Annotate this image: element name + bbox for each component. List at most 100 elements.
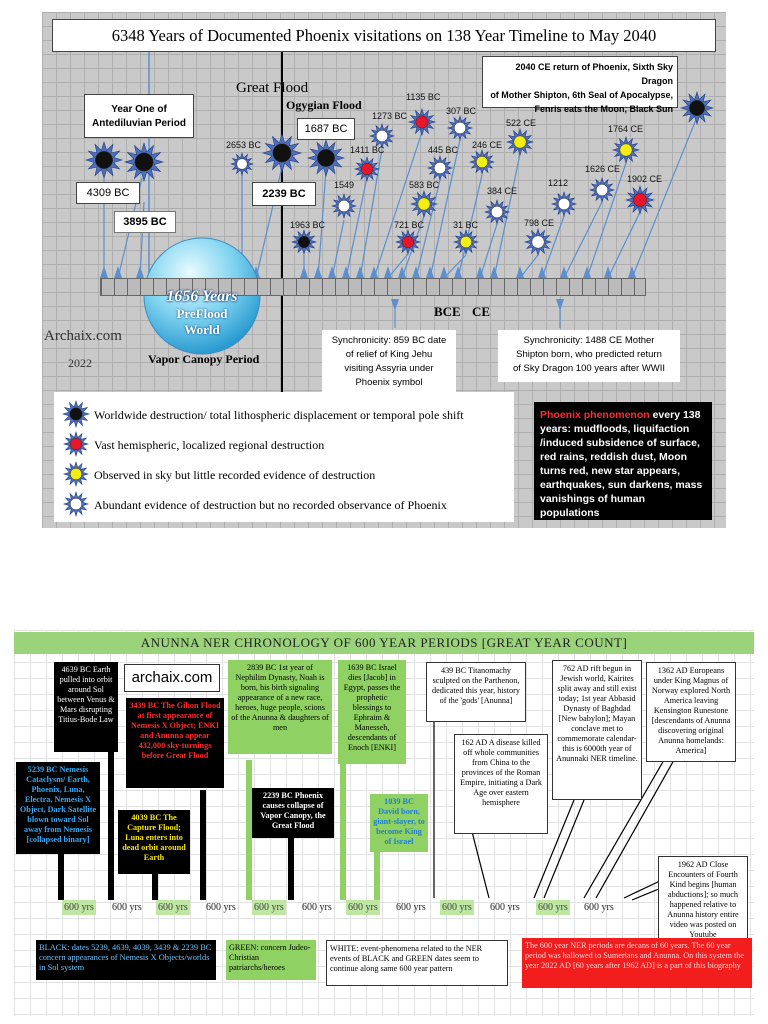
- star-1764: [611, 135, 641, 165]
- timeline-graphics: [84, 52, 715, 392]
- date-1212: 1212: [548, 178, 569, 188]
- yrs-segment-3: 600 yrs: [156, 900, 190, 915]
- note-1639: 1639 BC Israel dies [Jacob] in Egypt, pa…: [338, 660, 406, 764]
- date-307: 307 BC: [446, 106, 477, 116]
- date-798: 798 CE: [524, 218, 555, 228]
- star-1902: [624, 184, 656, 216]
- star-246: [468, 148, 496, 176]
- star-1135: [407, 107, 437, 137]
- pole-4039: [152, 870, 158, 900]
- bubble-preflood: PreFlood: [176, 306, 228, 321]
- note-4039: 4039 BC The Capture Flood; Luna enters i…: [118, 810, 190, 874]
- anunna-chronology-panel: ANUNNA NER CHRONOLOGY OF 600 YEAR PERIOD…: [14, 630, 754, 1016]
- note-439: 439 BC Titanomachy sculpted on the Parth…: [426, 662, 526, 722]
- sync1-line2: of relief of King Jehu: [345, 349, 433, 360]
- note-1962: 1962 AD Close Encounters of Fourth Kind …: [658, 856, 748, 952]
- legend-white: Abundant evidence of destruction but no …: [94, 498, 447, 512]
- star-445: [426, 154, 454, 182]
- legend-yellow-icon: [62, 460, 90, 488]
- key-green: GREEN: concern Judeo-Christian patriarch…: [226, 940, 316, 980]
- star-798: [523, 227, 553, 257]
- star-2239: [261, 132, 303, 174]
- star-2653: [229, 151, 255, 177]
- star-1687: [306, 138, 346, 178]
- archaix-logo-top: Archaix.com: [44, 328, 122, 344]
- year-one-line1: Year One of: [111, 104, 167, 115]
- legend-yellow: Observed in sky but little recorded evid…: [94, 468, 376, 482]
- label-3895: 3895 BC: [114, 211, 176, 233]
- yrs-segment-9: 600 yrs: [440, 900, 474, 915]
- phenomenon-red-text: Phoenix phenomenon: [540, 409, 650, 421]
- key-black: BLACK: dates 5239, 4639, 4039, 3439 & 22…: [36, 940, 216, 980]
- year-one-box: Year One of Antediluvian Period: [84, 94, 194, 138]
- date-384: 384 CE: [487, 186, 518, 196]
- synchronicity-1488-box: Synchronicity: 1488 CE Mother Shipton bo…: [498, 330, 680, 382]
- phoenix-timeline-panel: 6348 Years of Documented Phoenix visitat…: [42, 12, 726, 528]
- year-one-line2: Antediluvian Period: [92, 118, 186, 129]
- key-white: WHITE: event-phenomena related to the NE…: [326, 940, 508, 986]
- vapor-canopy-label: Vapor Canopy Period: [148, 352, 260, 366]
- note-5239: 5239 BC Nemesis Cataclysm/ Earth, Phoeni…: [16, 762, 100, 854]
- star-4309: [84, 140, 124, 180]
- star-1212: [550, 190, 578, 218]
- pole-5239: [58, 810, 64, 900]
- preflood-bubble: [143, 237, 261, 355]
- star-721: [394, 228, 422, 256]
- yrs-segment-4: 600 yrs: [206, 902, 236, 913]
- star-1411: [353, 155, 381, 183]
- date-1764: 1764 CE: [608, 124, 644, 134]
- yrs-segment-6: 600 yrs: [302, 902, 332, 913]
- sync2-line1: Synchronicity: 1488 CE Mother: [523, 335, 655, 346]
- great-flood-title: Great Flood: [236, 80, 309, 96]
- yrs-segment-11: 600 yrs: [536, 900, 570, 915]
- star-1963: [290, 228, 318, 256]
- pole-1039: [374, 850, 380, 900]
- return-2040-line1: 2040 CE return of Phoenix, Sixth Sky Dra…: [515, 62, 673, 86]
- date-1273: 1273 BC: [372, 111, 408, 121]
- top-title: 6348 Years of Documented Phoenix visitat…: [52, 19, 716, 52]
- label-1687: 1687 BC: [297, 118, 355, 140]
- date-31: 31 BC: [453, 220, 479, 230]
- star-1273: [368, 122, 396, 150]
- legend-black-icon: [61, 399, 91, 429]
- legend-white-icon: [62, 490, 90, 518]
- note-1039: 1039 BC David born, giant-slayer, to bec…: [370, 794, 428, 852]
- label-2239: 2239 BC: [252, 182, 316, 206]
- pole-4639: [108, 750, 114, 900]
- ogygian-title: Ogygian Flood: [286, 98, 362, 112]
- bottom-title: ANUNNA NER CHRONOLOGY OF 600 YEAR PERIOD…: [14, 632, 754, 654]
- note-2839: 2839 BC 1st year of Nephilim Dynasty, No…: [228, 660, 332, 754]
- legend-icons: [61, 399, 91, 518]
- return-2040-line3: Fenris eats the Moon, Black Sun: [534, 104, 673, 114]
- pole-2839: [246, 760, 252, 900]
- key-red: The 600 year NER periods are decans of 6…: [522, 938, 752, 988]
- star-1626: [588, 176, 616, 204]
- sync1-line1: Synchronicity: 859 BC date: [331, 335, 447, 346]
- note-162: 162 AD A disease killed off whole commun…: [454, 734, 548, 834]
- star-3895: [123, 141, 165, 183]
- note-4639: 4639 BC Earth pulled into orbit around S…: [54, 662, 118, 752]
- ce-label: CE: [472, 304, 491, 319]
- sync2-line2: Shipton born, who predicted return: [516, 349, 662, 360]
- star-31: [452, 228, 480, 256]
- note-3439: 3439 BC The Gihon Flood at first appeara…: [126, 698, 224, 788]
- pole-1639: [340, 760, 346, 900]
- bce-label: BCE: [434, 304, 461, 319]
- date-583: 583 BC: [409, 180, 440, 190]
- year-2022: 2022: [68, 356, 92, 370]
- star-384: [483, 198, 511, 226]
- bubble-world: World: [184, 322, 220, 337]
- star-307: [446, 114, 474, 142]
- sync1-line4: Phoenix symbol: [355, 377, 423, 388]
- date-1963: 1963 BC: [290, 220, 326, 230]
- date-522: 522 CE: [506, 118, 537, 128]
- note-2239: 2239 BC Phoenix causes collapse of Vapor…: [252, 788, 334, 838]
- date-1135: 1135 BC: [406, 92, 441, 102]
- star-2040: [679, 90, 715, 126]
- synchronicity-859-box: Synchronicity: 859 BC date of relief of …: [322, 330, 456, 394]
- legend-red: Vast hemispheric, localized regional des…: [94, 438, 325, 452]
- bubble-text: 1656 Years PreFlood World: [144, 288, 260, 338]
- yrs-segment-5: 600 yrs: [252, 900, 286, 915]
- yrs-segment-12: 600 yrs: [584, 902, 614, 913]
- sync2-line3: of Sky Dragon 100 years after WWII: [512, 363, 666, 374]
